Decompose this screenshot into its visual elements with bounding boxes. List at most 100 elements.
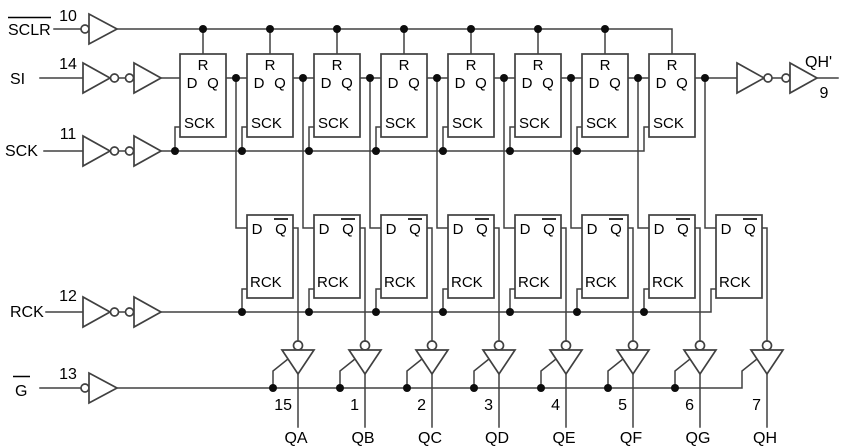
output-label: QA <box>284 430 307 447</box>
inverter-bubble-icon <box>493 340 505 351</box>
ff-reset-label: R <box>332 57 343 74</box>
shift-ff-7: R D Q SCK <box>581 53 629 138</box>
ff-box <box>514 53 562 138</box>
output-label: QG <box>686 430 711 447</box>
tristate-triangle-icon <box>481 349 517 376</box>
latch-clock-label: RCK <box>451 274 483 291</box>
ff-output-label: Q <box>341 75 353 92</box>
inverter-bubble-icon <box>109 307 120 317</box>
tristate-buffer-6: 5 QF <box>615 340 651 447</box>
ff-output-label: Q <box>207 75 219 92</box>
latch-clock-label: RCK <box>652 274 684 291</box>
latch-clock-label: RCK <box>585 274 617 291</box>
si-label: SI <box>10 71 25 88</box>
ff-reset-label: R <box>198 57 209 74</box>
inverter-bubble-icon <box>80 383 90 393</box>
latch-box <box>581 214 629 299</box>
ff-data-label: D <box>455 75 466 92</box>
ff-clock-label: SCK <box>251 115 282 132</box>
latch-output-label: Q <box>476 221 488 238</box>
shift-ff-1: R D Q SCK <box>179 53 227 138</box>
ff-box <box>179 53 227 138</box>
output-pin-number: 5 <box>618 397 627 414</box>
tristate-buffer-2: 1 QB <box>347 340 383 447</box>
latch-output-label: Q <box>744 221 756 238</box>
ff-clock-label: SCK <box>586 115 617 132</box>
serial-output-buffer-pair <box>736 61 819 95</box>
latch-output-label: Q <box>677 221 689 238</box>
ff-reset-label: R <box>533 57 544 74</box>
storage-latch-7: D Q RCK <box>648 214 696 299</box>
output-label: QE <box>552 430 575 447</box>
latch-clock-label: RCK <box>518 274 550 291</box>
inverter-bubble-icon <box>763 73 773 83</box>
ff-output-label: Q <box>542 75 554 92</box>
tristate-buffer-7: 6 QG <box>682 340 718 447</box>
latch-output-label: Q <box>610 221 622 238</box>
ff-data-label: D <box>589 75 600 92</box>
inverter-bubble-icon <box>124 146 135 156</box>
latch-data-label: D <box>386 221 397 238</box>
tristate-triangle-icon <box>749 349 785 376</box>
inverter-bubble-icon <box>694 340 706 351</box>
ff-reset-label: R <box>399 57 410 74</box>
wire-latch-output-net <box>292 227 768 342</box>
output-label: QC <box>418 430 442 447</box>
rck-pin-number: 12 <box>59 288 77 305</box>
tristate-buffer-4: 3 QD <box>481 340 517 447</box>
ff-box <box>246 53 294 138</box>
g-pin-number: 13 <box>59 366 77 383</box>
ff-data-label: D <box>656 75 667 92</box>
latch-box <box>447 214 495 299</box>
buffer-triangle-icon <box>88 371 119 405</box>
ff-output-label: Q <box>609 75 621 92</box>
latch-data-label: D <box>319 221 330 238</box>
tristate-buffer-8: 7 QH <box>749 340 785 447</box>
ff-clock-label: SCK <box>184 115 215 132</box>
tristate-triangle-icon <box>414 349 450 376</box>
output-label: QB <box>351 430 374 447</box>
latch-box <box>313 214 361 299</box>
latch-data-label: D <box>252 221 263 238</box>
latch-clock-label: RCK <box>384 274 416 291</box>
output-pin-number: 1 <box>350 397 359 414</box>
latch-data-label: D <box>520 221 531 238</box>
sck-pin-number: 11 <box>60 126 77 143</box>
tristate-triangle-icon <box>682 349 718 376</box>
sck-label: SCK <box>5 143 38 160</box>
inverter-bubble-icon <box>124 307 135 317</box>
storage-latch-6: D Q RCK <box>581 214 629 299</box>
inverter-bubble-icon <box>560 340 572 351</box>
ff-output-label: Q <box>274 75 286 92</box>
wires <box>39 28 839 428</box>
g-label: G <box>15 383 27 400</box>
latch-output-label: Q <box>275 221 287 238</box>
buffer-triangle-icon <box>789 61 819 95</box>
buffer-triangle-icon <box>133 134 163 168</box>
ff-reset-label: R <box>466 57 477 74</box>
inverter-bubble-icon <box>781 73 791 83</box>
sclr-input-inverter <box>80 12 119 46</box>
ff-output-label: Q <box>475 75 487 92</box>
inverter-bubble-icon <box>359 340 371 351</box>
ff-reset-label: R <box>667 57 678 74</box>
latch-data-label: D <box>654 221 665 238</box>
wire-sck-net <box>43 126 650 152</box>
tristate-buffer-1: 15 QA <box>274 340 316 447</box>
ff-output-label: Q <box>408 75 420 92</box>
storage-latch-2: D Q RCK <box>313 214 361 299</box>
tristate-triangle-icon <box>548 349 584 376</box>
ff-box <box>581 53 629 138</box>
latch-box <box>246 214 294 299</box>
sclr-pin-number: 10 <box>59 8 77 25</box>
output-pin-number: 6 <box>685 397 694 414</box>
ff-data-label: D <box>321 75 332 92</box>
ff-reset-label: R <box>265 57 276 74</box>
latch-data-label: D <box>721 221 732 238</box>
sclr-label: SCLR <box>8 22 51 39</box>
ff-reset-label: R <box>600 57 611 74</box>
serial-output-labels: QH' 9 <box>805 54 832 102</box>
ff-box <box>648 53 696 138</box>
junction-dots <box>171 25 709 392</box>
